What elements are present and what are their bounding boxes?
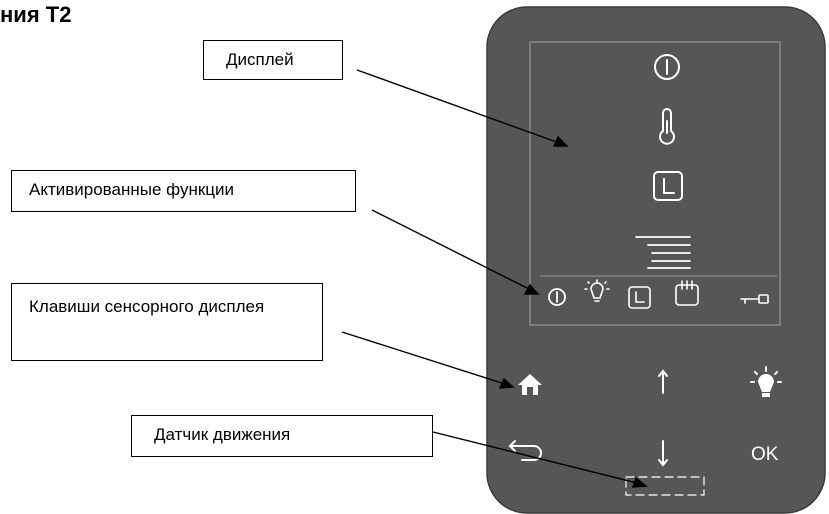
leader-arrow-motion bbox=[632, 476, 648, 488]
thermometer-icon bbox=[659, 108, 675, 145]
callout-display: Дисплей bbox=[203, 40, 343, 80]
leader-line-active bbox=[371, 209, 534, 292]
display-screen bbox=[529, 41, 781, 326]
status-calendar-icon bbox=[675, 280, 699, 306]
leader-line-display bbox=[356, 69, 563, 145]
arrow-up-button[interactable] bbox=[658, 369, 668, 394]
leader-arrow-active bbox=[523, 283, 540, 295]
light-button[interactable] bbox=[750, 366, 782, 397]
clock-icon bbox=[653, 171, 683, 201]
ok-button[interactable]: OK bbox=[751, 444, 779, 465]
home-button[interactable] bbox=[518, 374, 542, 395]
callout-display-text: Дисплей bbox=[226, 50, 294, 69]
arrow-down-button[interactable] bbox=[658, 440, 668, 467]
power-icon bbox=[654, 54, 680, 80]
motion-sensor bbox=[625, 476, 705, 496]
menu-lines-icon bbox=[635, 236, 691, 269]
callout-motion-sensor-text: Датчик движения bbox=[154, 425, 291, 444]
callout-activated-functions: Активированные функции bbox=[11, 170, 356, 212]
status-light-icon bbox=[584, 279, 610, 302]
back-button[interactable] bbox=[508, 440, 542, 461]
leader-line-keys bbox=[341, 331, 509, 386]
leader-arrow-keys bbox=[498, 377, 515, 389]
callout-touch-keys-text: Клавиши сенсорного дисплея bbox=[29, 297, 265, 316]
leader-arrow-display bbox=[552, 135, 569, 147]
page-heading: ния Т2 bbox=[0, 2, 72, 27]
status-key-icon bbox=[740, 294, 769, 304]
callout-touch-keys: Клавиши сенсорного дисплея bbox=[11, 283, 323, 361]
leader-line-motion bbox=[432, 431, 642, 485]
device-body bbox=[486, 6, 826, 514]
status-clock-icon bbox=[628, 286, 651, 309]
status-power-icon bbox=[548, 288, 566, 306]
callout-activated-functions-text: Активированные функции bbox=[29, 180, 235, 199]
callout-motion-sensor: Датчик движения bbox=[131, 415, 433, 457]
